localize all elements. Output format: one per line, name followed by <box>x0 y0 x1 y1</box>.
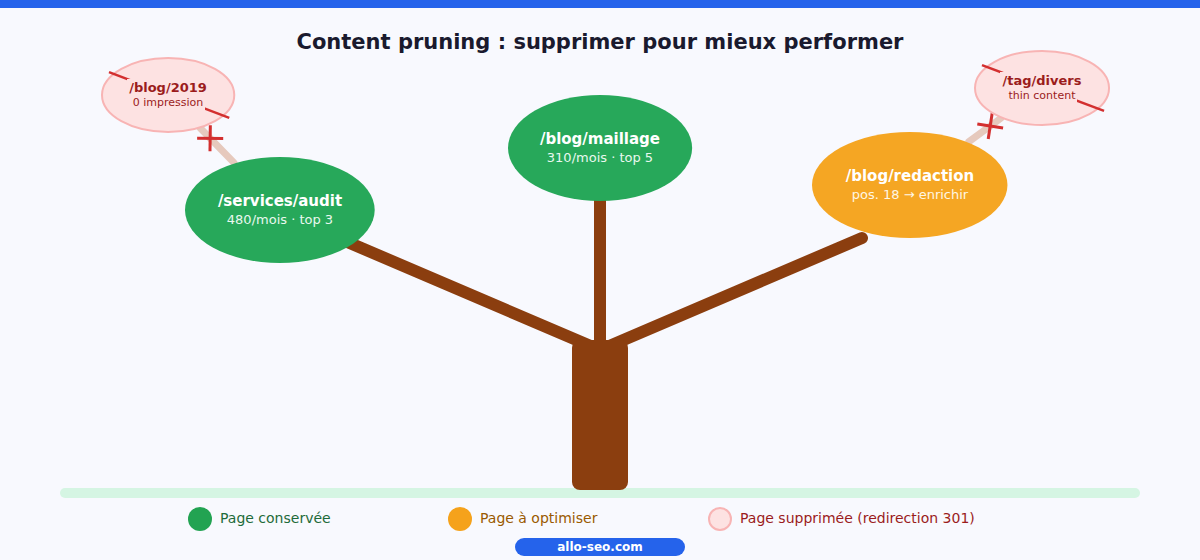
pruned-twig <box>200 128 233 162</box>
site-badge: allo-seo.com <box>515 538 685 556</box>
page-metric: thin content <box>1007 89 1078 104</box>
page-metric: 310/mois · top 5 <box>547 149 653 167</box>
legend-text: Page supprimée (redirection 301) <box>740 510 975 526</box>
diagram-title: Content pruning : supprimer pour mieux p… <box>0 30 1200 54</box>
page-url: /blog/2019 <box>127 79 209 97</box>
legend-text: Page à optimiser <box>480 510 597 526</box>
legend-text: Page conservée <box>220 510 331 526</box>
page-url: /blog/maillage <box>540 129 660 149</box>
branch <box>338 238 600 350</box>
page-url: /tag/divers <box>1000 72 1083 90</box>
legend-swatch <box>448 507 472 531</box>
legend-swatch <box>708 507 732 531</box>
node-ellipse <box>812 132 1007 238</box>
node-ellipse <box>508 95 692 201</box>
pruned-twig <box>969 118 1001 141</box>
node-ellipse <box>185 157 375 263</box>
page-url: /blog/redaction <box>846 166 975 186</box>
node-ellipse <box>102 58 234 132</box>
page-metric: pos. 18 → enrichir <box>852 186 968 204</box>
page-metric: 0 impression <box>131 96 206 111</box>
page-node: /blog/maillage310/mois · top 5 <box>507 94 693 202</box>
legend-swatch <box>188 507 212 531</box>
site-url: allo-seo.com <box>557 540 643 554</box>
page-url: /services/audit <box>218 191 342 211</box>
top-bar <box>0 0 1200 8</box>
branch <box>594 198 606 350</box>
branch <box>600 238 862 350</box>
strike-line <box>982 65 1104 111</box>
page-node: /tag/diversthin content <box>974 50 1110 126</box>
trunk <box>572 340 628 490</box>
page-metric: 480/mois · top 3 <box>227 211 333 229</box>
page-node: /services/audit480/mois · top 3 <box>184 156 376 264</box>
cut-mark <box>988 113 992 139</box>
cut-mark <box>197 137 223 140</box>
node-ellipse <box>975 51 1109 125</box>
strike-line <box>109 72 229 118</box>
page-node: /blog/redactionpos. 18 → enrichir <box>811 131 1008 239</box>
page-node: /blog/20190 impression <box>101 57 235 133</box>
